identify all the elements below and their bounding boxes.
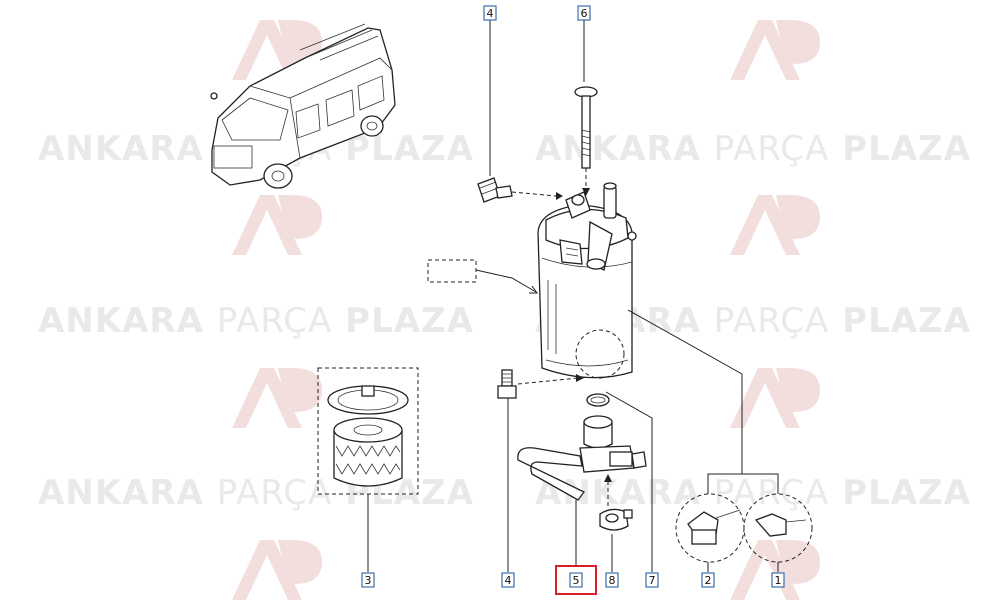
leader-lines bbox=[367, 20, 779, 572]
watermark-logo-mid-right bbox=[730, 195, 820, 255]
heater-assembly bbox=[517, 415, 647, 501]
o-ring bbox=[586, 393, 610, 407]
svg-text:2: 2 bbox=[705, 574, 712, 587]
watermark-logo-bottom-left bbox=[232, 540, 322, 600]
sensor bbox=[599, 508, 633, 531]
watermark-text-row3-left: ANKARA PARÇA PLAZA bbox=[38, 473, 474, 513]
long-bolt bbox=[574, 86, 598, 169]
watermark-logo-top-right bbox=[730, 20, 820, 80]
fuel-filter-housing bbox=[537, 182, 637, 379]
detail-circle-1 bbox=[743, 493, 813, 563]
watermark-layer: ANKARA PARÇA PLAZA ANKARA PARÇA PLAZA AN… bbox=[38, 20, 971, 600]
watermark-logo-mid-left bbox=[232, 195, 322, 255]
svg-text:4: 4 bbox=[505, 574, 512, 587]
bleed-screw-top bbox=[477, 177, 513, 203]
watermark-text-row3-right: ANKARA PARÇA PLAZA bbox=[535, 473, 971, 513]
callout-bottom-5-highlighted[interactable]: 5 bbox=[555, 565, 597, 595]
watermark-text-row1-right: ANKARA PARÇA PLAZA bbox=[535, 129, 971, 169]
dashed-reference-box bbox=[427, 259, 477, 283]
callout-bottom-4[interactable]: 4 bbox=[501, 572, 515, 588]
svg-text:4: 4 bbox=[487, 7, 494, 20]
callout-top-4[interactable]: 4 bbox=[483, 5, 497, 21]
drain-screw-arrow bbox=[517, 377, 579, 385]
filter-element bbox=[317, 367, 419, 495]
reference-leader bbox=[475, 269, 537, 293]
svg-text:6: 6 bbox=[581, 7, 588, 20]
svg-text:8: 8 bbox=[609, 574, 616, 587]
watermark-logo-low-left bbox=[232, 368, 322, 428]
callout-top-6[interactable]: 6 bbox=[577, 5, 591, 21]
callout-bottom-2[interactable]: 2 bbox=[701, 572, 715, 588]
screw-top-arrow bbox=[511, 191, 557, 197]
callout-bottom-7[interactable]: 7 bbox=[645, 572, 659, 588]
drain-screw bbox=[497, 369, 517, 399]
svg-text:7: 7 bbox=[649, 574, 656, 587]
van-illustration bbox=[210, 23, 396, 189]
watermark-logo-top-left bbox=[232, 20, 322, 80]
callout-bottom-1[interactable]: 1 bbox=[771, 572, 785, 588]
callout-bottom-3[interactable]: 3 bbox=[361, 572, 375, 588]
watermark-text-row2-left: ANKARA PARÇA PLAZA bbox=[38, 301, 474, 341]
callout-bottom-8[interactable]: 8 bbox=[605, 572, 619, 588]
watermark-logo-bottom-right bbox=[730, 540, 820, 600]
svg-text:5: 5 bbox=[573, 574, 580, 587]
svg-text:3: 3 bbox=[365, 574, 372, 587]
watermark-logo-low-right bbox=[730, 368, 820, 428]
svg-text:1: 1 bbox=[775, 574, 782, 587]
